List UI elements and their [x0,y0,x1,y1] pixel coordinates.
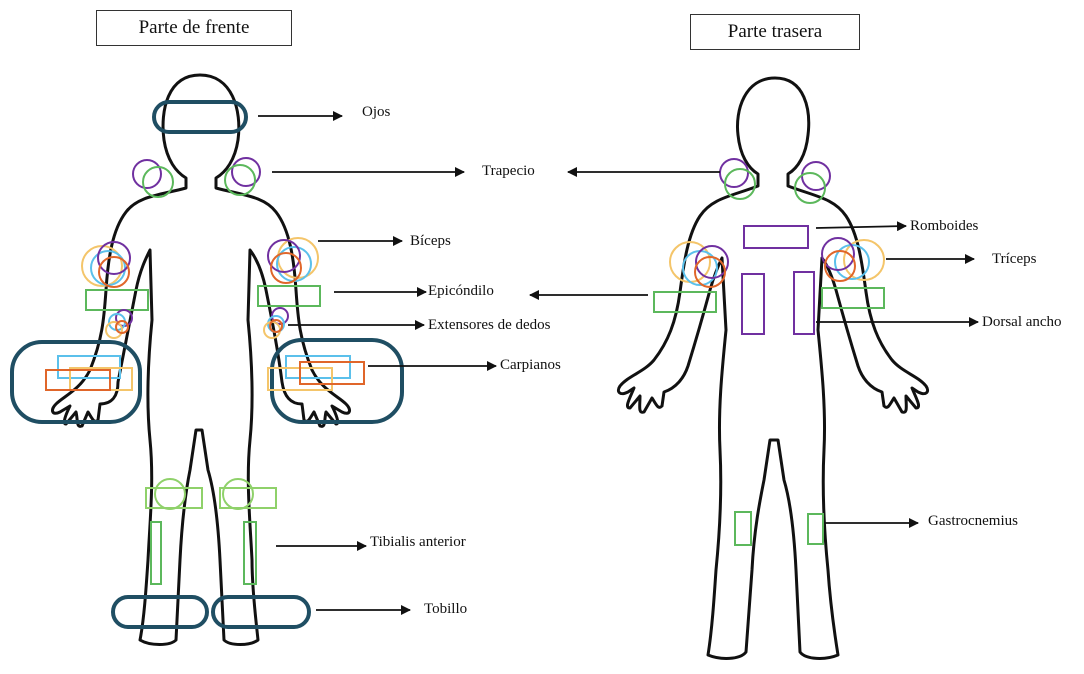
back-body-outline [618,78,927,658]
arrow-romboides [816,226,906,228]
trapecio-front-right-green [225,165,255,195]
trapecio-back-left-green [725,169,755,199]
label-extensores: Extensores de dedos [428,316,550,334]
label-tibialis: Tibialis anterior [370,533,466,551]
label-triceps: Tríceps [992,250,1036,268]
ojos-marker [154,102,246,132]
label-trapecio: Trapecio [482,162,535,180]
dorsal-right [794,272,814,334]
tobillo-left [113,597,207,627]
gastrocnemius-left [735,512,751,545]
carpianos-left-outline [12,342,140,422]
label-biceps: Bíceps [410,232,451,250]
tibialis-left [151,522,161,584]
romboides-marker [744,226,808,248]
label-carpianos: Carpianos [500,356,561,374]
rodilla-left-circle [155,479,185,509]
trapecio-front-left-purple [133,160,161,188]
label-tobillo: Tobillo [424,600,467,618]
label-romboides: Romboides [910,217,978,235]
epicondilo-left [86,290,148,310]
front-body-outline [53,75,350,645]
epicondilo-back-right [822,288,884,308]
dorsal-left [742,274,764,334]
label-dorsal: Dorsal ancho [982,313,1062,331]
label-ojos: Ojos [362,103,390,121]
label-gastrocnemius: Gastrocnemius [928,512,1018,530]
triceps-right-orange [825,251,855,281]
tobillo-right [213,597,309,627]
label-epicondilo: Epicóndilo [428,282,494,300]
gastrocnemius-right [808,514,823,544]
